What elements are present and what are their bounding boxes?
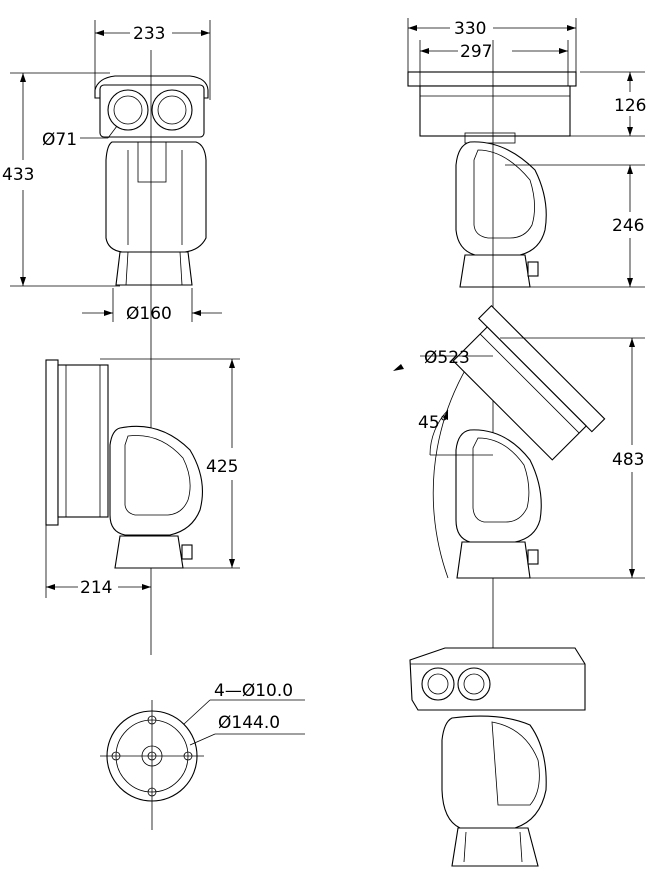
dim-246-label: 246 xyxy=(612,216,644,236)
side-view: 425 214 xyxy=(45,358,240,598)
base-bottom-view: 4—Ø10.0 Ø144.0 xyxy=(100,681,305,830)
dim-45-label: 45° xyxy=(418,413,448,433)
dim-297-label: 297 xyxy=(460,42,492,62)
dim-425-label: 425 xyxy=(206,457,238,477)
dim-lens-diameter-label: Ø71 xyxy=(42,130,77,150)
tilted-view: 45° Ø523 483 xyxy=(393,304,645,579)
front-view: 233 433 Ø71 Ø160 xyxy=(2,20,222,655)
rear-view: 330 297 126 246 xyxy=(407,18,646,655)
dim-126-label: 126 xyxy=(614,96,646,116)
dim-mount-holes-label: 4—Ø10.0 xyxy=(214,681,293,701)
dim-mount-pcd-label: Ø144.0 xyxy=(218,713,280,733)
dim-214-label: 214 xyxy=(80,578,112,598)
dim-523-label: Ø523 xyxy=(424,348,470,368)
isometric-view xyxy=(409,647,586,867)
dim-330-label: 330 xyxy=(454,19,486,39)
dim-base-diameter-label: Ø160 xyxy=(126,304,172,324)
dim-233-label: 233 xyxy=(133,24,165,44)
dim-433-label: 433 xyxy=(2,165,34,185)
dim-483-label: 483 xyxy=(612,450,644,470)
